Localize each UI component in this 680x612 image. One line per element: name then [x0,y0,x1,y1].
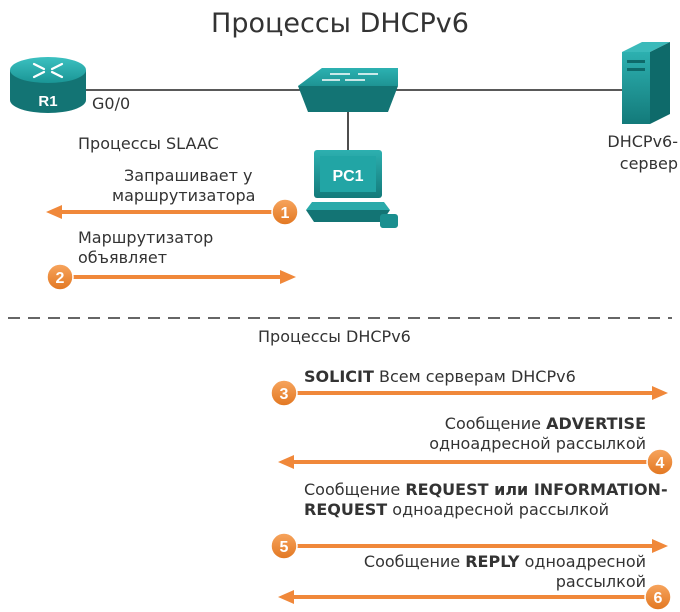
server-icon [622,42,670,124]
step6-line2: рассылкой [555,572,646,591]
step3-message-type: SOLICIT [304,367,374,386]
step4-line1: Сообщение ADVERTISE [330,414,646,434]
arrow-step4 [278,455,660,469]
router-icon [10,57,86,113]
page-title: Процессы DHCPv6 [211,8,469,39]
step-badge-1 [271,198,299,226]
step6-prefix: Сообщение [363,552,466,571]
step-number-5: 5 [280,539,289,556]
server-label-line1: DHCPv6- [607,132,678,151]
step3-text: SOLICIT Всем серверам DHCPv6 [304,367,576,387]
arrow-step3 [278,386,668,400]
switch-icon [298,68,398,112]
arrow-step6 [278,590,660,604]
router-label: R1 [38,93,57,110]
step-number-1: 1 [281,205,290,222]
server-label-line2: сервер [619,154,678,173]
step1-line1: Запрашивает у [124,166,253,185]
step5-message-type: REQUEST или INFORMATION- [405,480,668,499]
slaac-heading: Процессы SLAAC [78,134,219,153]
step5-line2: REQUEST одноадресной рассылкой [304,500,609,520]
step5-line1: Сообщение REQUEST или INFORMATION- [304,480,668,500]
step-number-6: 6 [654,590,663,607]
step5-description: одноадресной рассылкой [387,500,610,519]
step-badge-3 [270,379,298,407]
step6-message-type: REPLY [465,552,520,571]
arrow-step5 [278,539,668,553]
step2-line2: объявляет [78,248,168,267]
step-badge-4 [646,448,674,476]
step4-line2: одноадресной рассылкой [429,434,646,453]
step6-description: одноадресной [519,552,646,571]
arrow-step1 [46,205,285,219]
pc-label: PC1 [332,168,363,185]
step6-line1: Сообщение REPLY одноадресной [330,552,646,572]
step-number-2: 2 [56,270,65,287]
step4-prefix: Сообщение [444,414,547,433]
dhcp-heading: Процессы DHCPv6 [258,327,411,346]
step5-prefix: Сообщение [304,480,406,499]
step5-message-type-cont: REQUEST [304,500,388,519]
step-badge-2 [46,263,74,291]
step-badge-6 [644,583,672,611]
step3-description: Всем серверам DHCPv6 [373,367,576,386]
step-number-4: 4 [656,455,665,472]
step-badge-5 [270,532,298,560]
step1-line2: маршрутизатора [112,186,256,205]
step-number-3: 3 [280,386,289,403]
step4-message-type: ADVERTISE [546,414,646,433]
pc-icon [306,150,398,228]
step2-line1: Маршрутизатор [78,228,214,247]
arrow-step2 [48,270,296,284]
router-interface-label: G0/0 [92,94,131,113]
